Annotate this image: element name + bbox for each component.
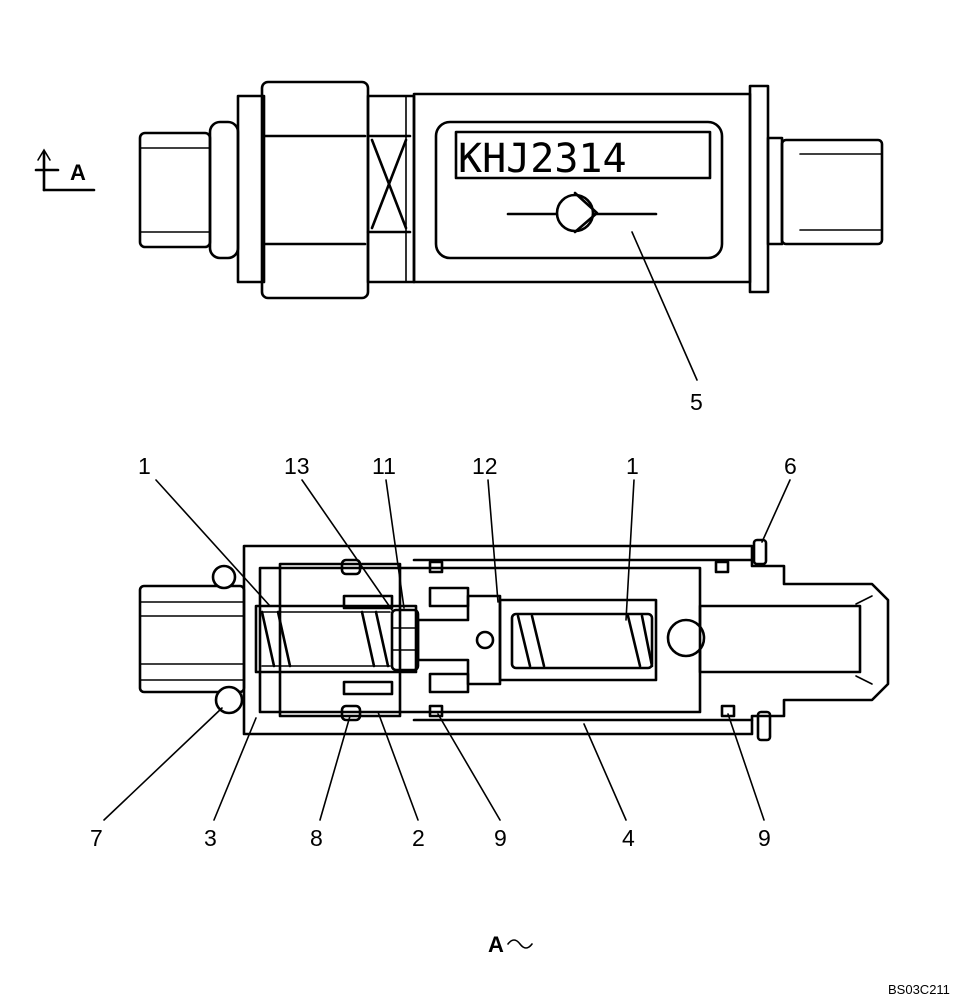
view-marker-label: A (70, 160, 86, 185)
drawing-code: BS03C211 (888, 982, 950, 997)
callout-5: 5 (690, 389, 703, 415)
view-arrow-marker (34, 148, 96, 192)
left-spring (260, 610, 391, 668)
check-valve-symbol-icon (506, 191, 658, 234)
callout-7: 7 (90, 825, 103, 851)
callout-2: 2 (412, 825, 425, 851)
callout-13: 13 (284, 453, 310, 479)
callout-9-right: 9 (758, 825, 771, 851)
nameplate-text: KHJ2314 (458, 136, 627, 182)
section-view (103, 479, 890, 821)
callout-11: 11 (372, 453, 396, 479)
callout-9-mid: 9 (494, 825, 507, 851)
callout-1-left: 1 (138, 453, 151, 479)
callout-8: 8 (310, 825, 323, 851)
external-view: KHJ2314 (34, 80, 884, 381)
callout-6: 6 (784, 453, 797, 479)
callout-12: 12 (472, 453, 498, 479)
callout-3: 3 (204, 825, 217, 851)
callout-4: 4 (622, 825, 635, 851)
right-spring (516, 614, 654, 668)
callout-1-right: 1 (626, 453, 639, 479)
tilde-mark (507, 939, 533, 949)
view-caption: A (488, 932, 504, 957)
